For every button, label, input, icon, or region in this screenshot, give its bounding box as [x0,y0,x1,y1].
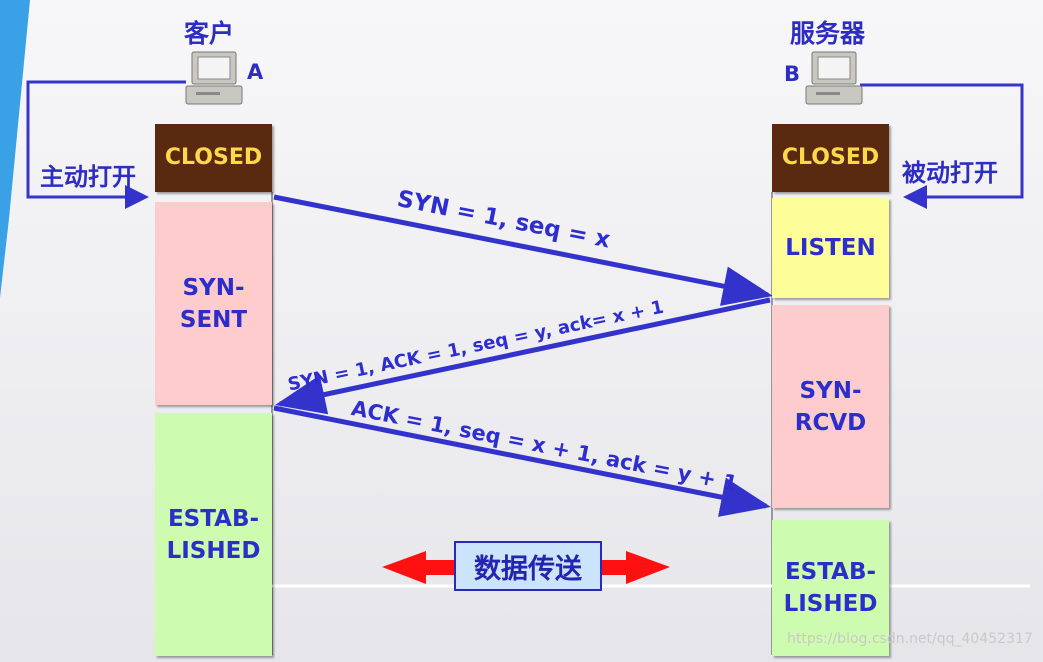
watermark: https://blog.csdn.net/qq_40452317 [787,631,1033,647]
client-state-closed: CLOSED [155,124,272,192]
client-computer-icon [185,51,243,105]
server-computer-icon [805,51,863,105]
server-state-established: ESTAB- LISHED [772,520,889,656]
client-title: 客户 [184,19,235,48]
server-state-closed: CLOSED [772,124,889,192]
syn-arrow [273,194,773,306]
passive-open-label: 被动打开 [902,159,998,187]
server-title: 服务器 [790,19,866,48]
server-state-listen: LISTEN [772,198,889,298]
active-open-arrow [26,80,186,209]
data-transfer-label: 数据传送 [454,541,602,591]
server-state-syn-rcvd: SYN- RCVD [772,305,889,508]
client-state-established: ESTAB- LISHED [155,413,272,656]
ack-arrow [273,405,771,517]
client-letter: A [247,60,264,84]
syn-ack-arrow [275,297,771,415]
client-state-syn-sent: SYN- SENT [155,202,272,405]
active-open-label: 主动打开 [40,163,136,191]
data-left-arrow [382,551,454,584]
server-letter: B [784,62,801,86]
data-right-arrow [602,551,670,584]
passive-open-arrow [860,83,1024,209]
